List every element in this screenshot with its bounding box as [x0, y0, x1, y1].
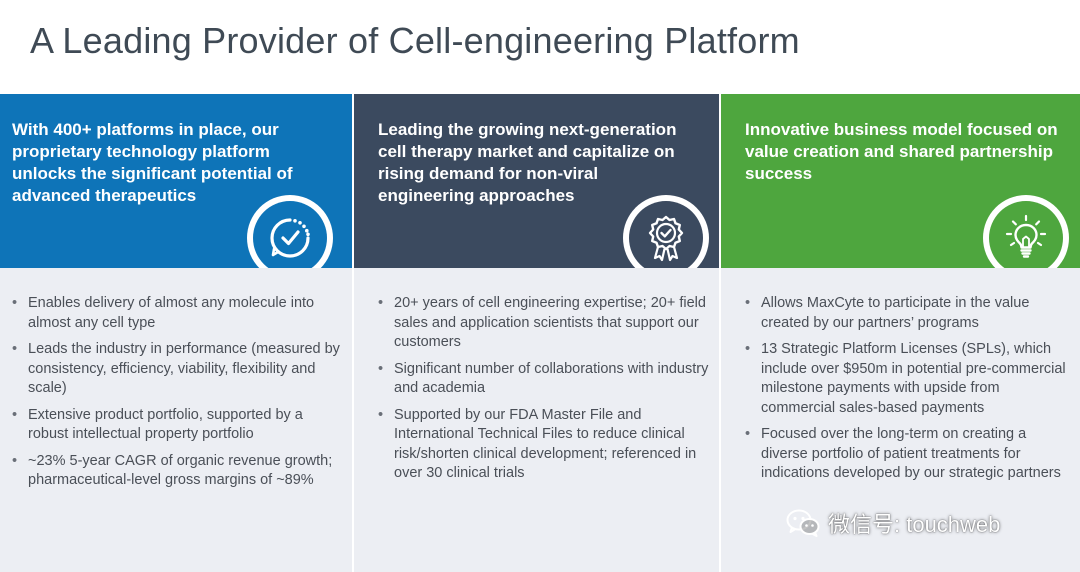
- bullet-list: Enables delivery of almost any molecule …: [12, 294, 340, 498]
- column-header: Leading the growing next-generation cell…: [354, 94, 719, 281]
- list-item: 20+ years of cell engineering expertise;…: [378, 294, 709, 353]
- column-heading: Leading the growing next-generation cell…: [378, 120, 677, 205]
- watermark: 微信号: touchweb: [786, 507, 1000, 539]
- list-item: Focused over the long-term on creating a…: [745, 425, 1070, 484]
- column-body: 20+ years of cell engineering expertise;…: [354, 268, 719, 572]
- column-header: Innovative business model focused on val…: [721, 94, 1080, 281]
- list-item: Allows MaxCyte to participate in the val…: [745, 294, 1070, 333]
- wechat-icon: [786, 509, 820, 537]
- column-body: Allows MaxCyte to participate in the val…: [721, 268, 1080, 572]
- cycle-check-icon: [247, 195, 333, 281]
- bullet-list: 20+ years of cell engineering expertise;…: [378, 294, 709, 491]
- bullet-list: Allows MaxCyte to participate in the val…: [745, 294, 1070, 491]
- list-item: Extensive product portfolio, supported b…: [12, 406, 340, 445]
- column-business-model: Innovative business model focused on val…: [721, 94, 1080, 572]
- column-platforms: With 400+ platforms in place, our propri…: [0, 94, 352, 572]
- lightbulb-icon: [983, 195, 1069, 281]
- list-item: Significant number of collaborations wit…: [378, 360, 709, 399]
- list-item: 13 Strategic Platform Licenses (SPLs), w…: [745, 340, 1070, 418]
- column-market: Leading the growing next-generation cell…: [354, 94, 719, 572]
- columns-container: With 400+ platforms in place, our propri…: [0, 94, 1080, 572]
- column-header: With 400+ platforms in place, our propri…: [0, 94, 352, 281]
- watermark-text: 微信号: touchweb: [828, 512, 1001, 537]
- list-item: ~23% 5-year CAGR of organic revenue grow…: [12, 452, 340, 491]
- list-item: Supported by our FDA Master File and Int…: [378, 406, 709, 484]
- slide-title: A Leading Provider of Cell-engineering P…: [30, 20, 800, 61]
- column-heading: Innovative business model focused on val…: [745, 120, 1058, 183]
- list-item: Leads the industry in performance (measu…: [12, 340, 340, 399]
- list-item: Enables delivery of almost any molecule …: [12, 294, 340, 333]
- column-body: Enables delivery of almost any molecule …: [0, 268, 352, 572]
- column-heading: With 400+ platforms in place, our propri…: [12, 120, 293, 205]
- award-ribbon-icon: [623, 195, 709, 281]
